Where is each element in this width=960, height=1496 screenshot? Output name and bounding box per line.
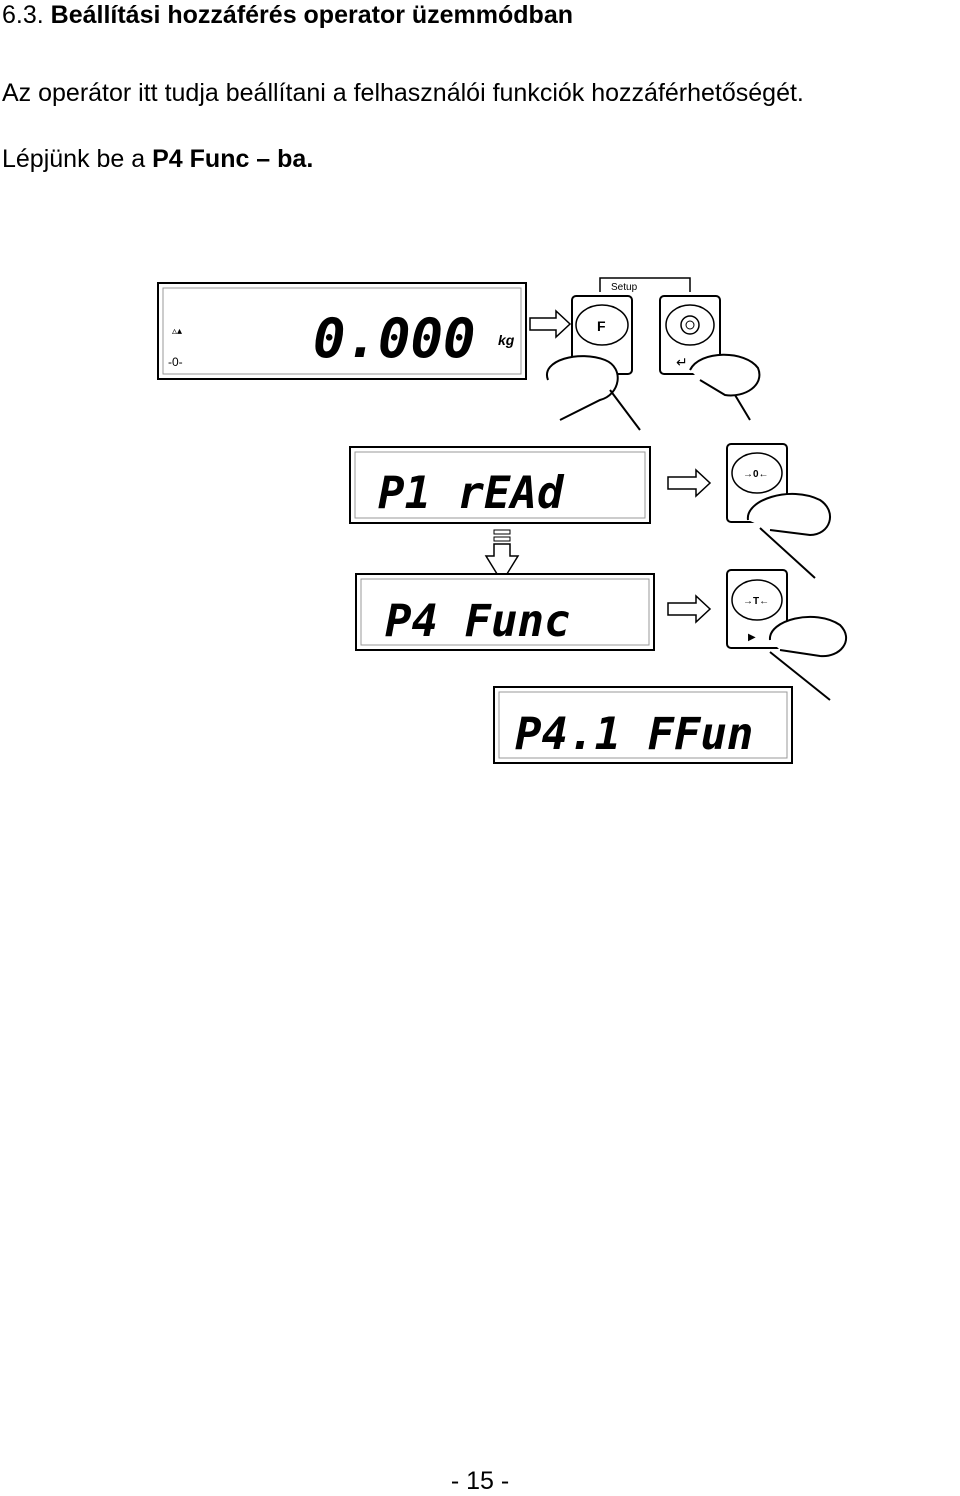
arrow-right-icon (667, 594, 712, 624)
setup-label: Setup (611, 282, 638, 293)
enter-key[interactable]: ↵ (659, 295, 721, 375)
setup-bracket: Setup (599, 277, 691, 293)
display-2-text: P1 rEAd (378, 468, 565, 519)
arrow-right-icon (529, 309, 572, 339)
arrow-right-icon (667, 468, 712, 498)
enter-arrow-icon: ↵ (676, 354, 688, 370)
unit-label: kg (498, 332, 515, 348)
page-number: - 15 - (450, 1467, 510, 1495)
section-heading: 6.3. Beállítási hozzáférés operator üzem… (2, 0, 573, 30)
instruction-bold: P4 Func – ba. (152, 145, 314, 173)
display-3: P4 Func (355, 573, 655, 651)
display-4-text: P4.1 FFun (515, 709, 753, 760)
zero-key-label: →0← (743, 469, 769, 480)
intro-paragraph: Az operátor itt tudja beállítani a felha… (2, 79, 804, 107)
section-title: Beállítási hozzáférés operator üzemmódba… (50, 1, 574, 29)
finger-icon (746, 492, 831, 579)
tare-key-label: →T← (743, 596, 769, 607)
finger-icon (545, 355, 641, 431)
tare-key[interactable]: →T← ▶ (726, 569, 788, 649)
f-key[interactable]: F (571, 295, 633, 375)
section-number: 6.3. (2, 1, 44, 29)
procedure-diagram: ▵▴ -0- 0.000 kg Setup F ↵ P1 rEAd →0← (157, 277, 847, 764)
stability-icon: ▵▴ (172, 326, 182, 337)
f-key-label: F (597, 318, 606, 334)
instruction-paragraph: Lépjünk be a P4 Func – ba. (2, 144, 313, 174)
finger-icon (768, 615, 847, 701)
display-3-text: P4 Func (385, 596, 570, 647)
play-icon: ▶ (748, 632, 756, 643)
finger-icon (689, 353, 761, 421)
display-4: P4.1 FFun (493, 686, 793, 764)
arrow-down-icon (484, 529, 520, 584)
display-2: P1 rEAd (349, 446, 651, 524)
instruction-prefix: Lépjünk be a (2, 145, 153, 173)
display-1: ▵▴ -0- 0.000 kg (157, 282, 527, 380)
display-1-value: 0.000 (313, 307, 476, 370)
zero-indicator: -0- (168, 355, 183, 369)
